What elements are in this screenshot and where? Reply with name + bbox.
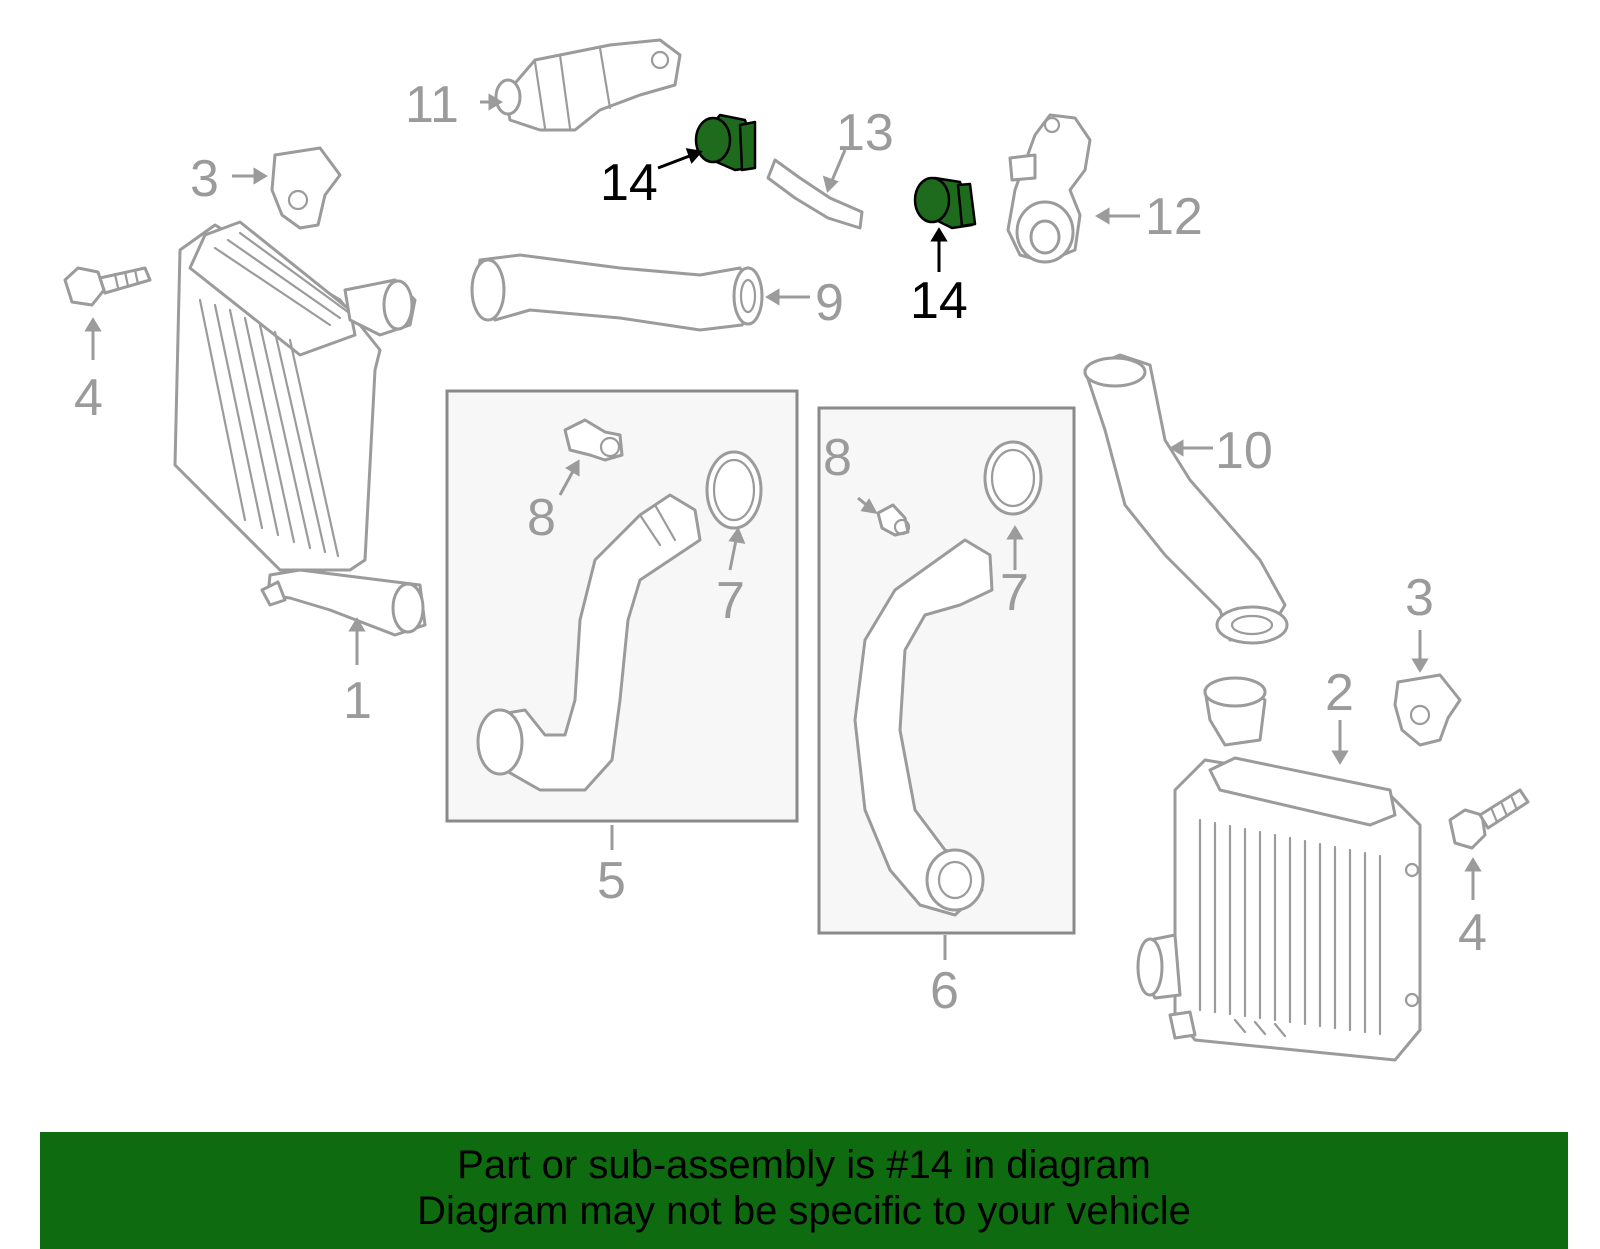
- part-2-intercooler-right: [1136, 676, 1422, 1062]
- callout-9: 9: [815, 274, 844, 332]
- callout-2: 2: [1325, 664, 1354, 722]
- callout-8-kit5: 8: [527, 489, 556, 547]
- part-14-clamp-lower: [913, 176, 977, 230]
- part-11-outlet-pipe: [494, 38, 682, 132]
- part-6-hose: [853, 538, 994, 917]
- callout-3-right: 3: [1405, 569, 1434, 627]
- part-7-seal-a: [705, 450, 763, 530]
- callout-14-upper: 14: [600, 154, 658, 212]
- part-10-pipe: [1083, 353, 1289, 645]
- banner-line-part: Part or sub-assembly is #14 in diagram: [457, 1143, 1151, 1187]
- notice-banner: Part or sub-assembly is #14 in diagram D…: [40, 1132, 1568, 1249]
- leader-lines: [84, 93, 1482, 960]
- callout-7-kit5: 7: [716, 572, 745, 630]
- part-3-bracket-right: [1393, 673, 1462, 747]
- part-8-sensor-b: [876, 503, 911, 537]
- callout-7-kit6: 7: [1000, 564, 1029, 622]
- part-1-intercooler-left: [173, 220, 427, 637]
- callout-12: 12: [1145, 188, 1203, 246]
- callout-4-left: 4: [74, 369, 103, 427]
- callout-11: 11: [405, 76, 459, 134]
- callout-10: 10: [1215, 422, 1273, 480]
- part-13-hose: [766, 158, 864, 230]
- part-8-sensor-a: [563, 418, 624, 462]
- part-4-bolt-left: [63, 266, 152, 307]
- part-4-bolt-right: [1448, 788, 1530, 850]
- callout-5: 5: [597, 852, 626, 910]
- callout-3-left: 3: [190, 150, 219, 208]
- part-5-hose: [476, 493, 702, 792]
- callout-13: 13: [836, 104, 894, 162]
- callout-4-right: 4: [1458, 904, 1487, 962]
- part-12-housing: [1006, 113, 1092, 264]
- callout-1: 1: [343, 672, 372, 730]
- part-7-seal-b: [983, 440, 1043, 516]
- part-9-pipe: [470, 253, 764, 332]
- banner-line-disclaimer: Diagram may not be specific to your vehi…: [417, 1189, 1191, 1233]
- part-3-bracket-left: [270, 146, 342, 230]
- callout-8-kit6: 8: [823, 429, 852, 487]
- callout-6: 6: [930, 962, 959, 1020]
- callout-14-lower: 14: [910, 272, 968, 330]
- part-14-clamp-upper: [694, 113, 757, 172]
